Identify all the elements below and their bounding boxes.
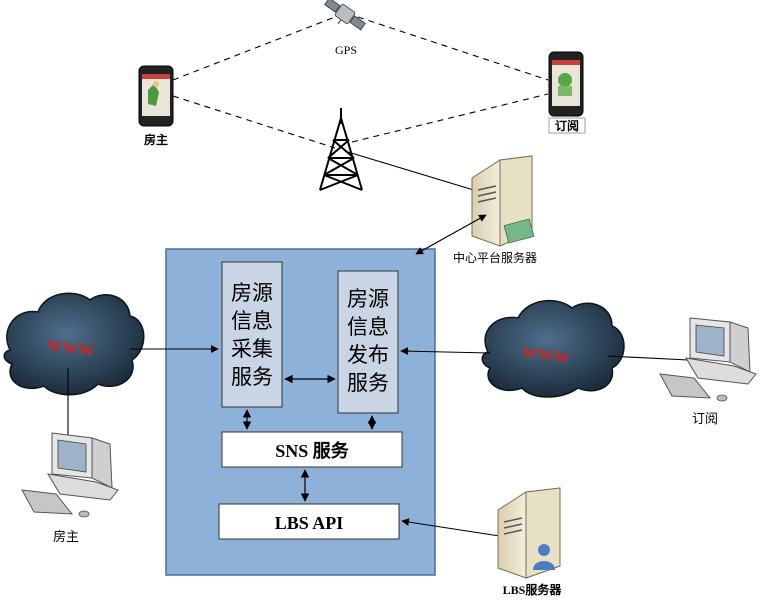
subscriber-phone-label: 订阅: [555, 118, 579, 133]
subscriber-pc-label: 订阅: [692, 411, 718, 426]
svg-text:发布: 发布: [347, 343, 389, 367]
subscriber-phone-label-box: [548, 117, 586, 134]
www-cloud-right: WWW: [481, 299, 625, 398]
www-left-label: WWW: [46, 337, 96, 361]
subscriber-pc-icon: [659, 317, 757, 402]
svg-text:房源: 房源: [231, 281, 273, 305]
svg-text:服务: 服务: [231, 365, 273, 389]
www-cloud-left: WWW: [3, 292, 145, 396]
subscriber-phone-icon: [548, 51, 584, 117]
svg-text:信息: 信息: [347, 315, 389, 339]
landlord-phone-label: 房主: [144, 132, 168, 147]
svg-text:房源: 房源: [347, 287, 389, 311]
landlord-phone-icon: [138, 65, 174, 127]
central-server-label: 中心平台服务器: [453, 250, 537, 265]
server-platform-link: [415, 214, 487, 255]
collect-service-box: [221, 261, 283, 408]
platform-internal-arrows: [242, 374, 377, 502]
lbs-server-label: LBS服务器: [503, 582, 563, 597]
sns-service-label: SNS 服务: [275, 440, 350, 461]
publish-service-text: 房源 信息 发布 服务: [347, 287, 389, 395]
www-right-label: WWW: [521, 344, 571, 368]
collect-service-text: 房源 信息 采集 服务: [231, 281, 273, 389]
wireless-links: [172, 16, 549, 149]
publish-service-box: [337, 270, 399, 414]
gps-satellite-icon: [324, 0, 366, 31]
svg-text:服务: 服务: [347, 371, 389, 395]
landlord-pc-icon: [21, 432, 119, 518]
svg-text:采集: 采集: [231, 337, 273, 361]
lbs-server-icon: [497, 487, 561, 579]
central-server-icon: [471, 155, 535, 247]
cell-tower-icon: [319, 108, 363, 191]
gps-label: GPS: [335, 43, 357, 57]
sns-service-box: [221, 431, 403, 468]
landlord-pc-label: 房主: [53, 529, 79, 544]
lbs-api-label: LBS API: [275, 513, 344, 533]
svg-text:信息: 信息: [231, 309, 273, 333]
lbs-api-box: [218, 503, 400, 540]
